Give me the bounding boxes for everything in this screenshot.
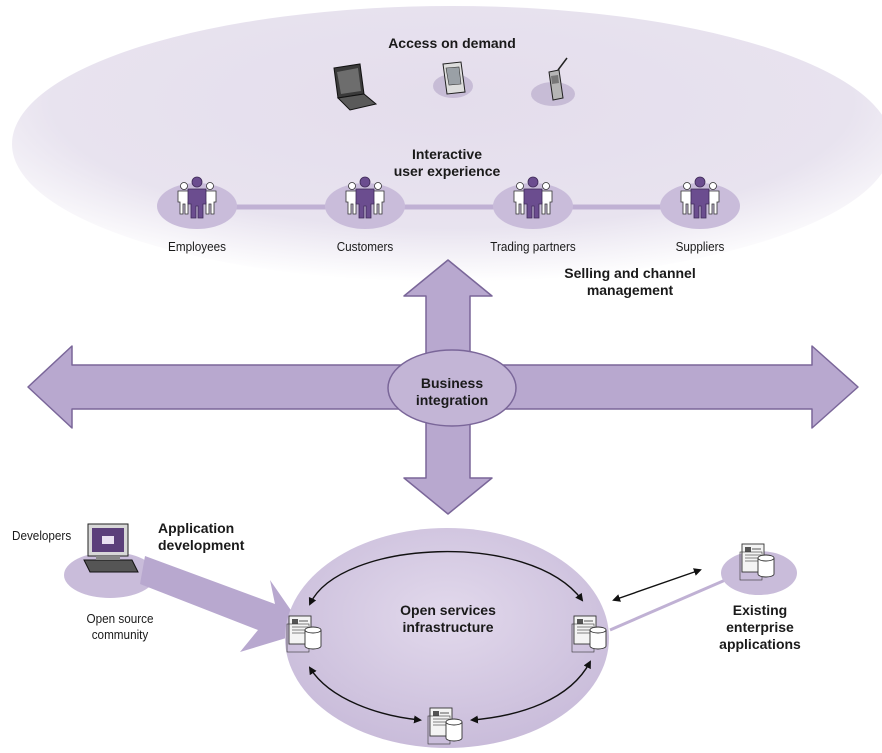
selling-line-2: management	[586, 282, 674, 298]
group-trading-partners	[493, 176, 573, 229]
existing-connector	[609, 576, 731, 632]
cycle-arrow-top	[308, 550, 584, 606]
app-dev-arrow	[140, 556, 306, 652]
existing-link-arrow	[612, 568, 702, 602]
existing-label: Existing enterprise applications	[700, 602, 820, 653]
laptop-icon	[333, 63, 378, 111]
workstation-icon	[83, 523, 139, 573]
infra-line-2: infrastructure	[402, 619, 494, 635]
developers-label: Developers	[12, 528, 72, 543]
community-line-1: Open source	[86, 611, 154, 626]
community-label: Open source community	[66, 611, 174, 643]
hub-line-2: integration	[415, 392, 489, 408]
business-integration-label: Business integration	[392, 375, 512, 409]
interactive-line-2: user experience	[393, 163, 501, 179]
cycle-arrow-left	[308, 666, 422, 724]
selling-line-1: Selling and channel	[564, 265, 696, 281]
selling-label: Selling and channel management	[540, 265, 720, 299]
app-dev-label: Application development	[158, 520, 278, 554]
business-integration-hub	[387, 349, 517, 427]
customers-label: Customers	[336, 239, 394, 254]
existing-line-2: enterprise	[726, 619, 794, 635]
app-dev-line-1: Application	[158, 520, 235, 536]
interactive-line-1: Interactive	[411, 146, 483, 162]
community-line-2: community	[91, 627, 149, 642]
existing-line-1: Existing	[732, 602, 788, 618]
trading-partners-label: Trading partners	[490, 239, 576, 254]
access-title: Access on demand	[388, 35, 516, 51]
hub-line-1: Business	[420, 375, 484, 391]
app-dev-line-2: development	[158, 537, 245, 553]
employees-label: Employees	[168, 239, 226, 254]
pda-icon	[433, 61, 473, 98]
group-suppliers	[660, 176, 740, 229]
interactive-label: Interactive user experience	[372, 146, 522, 180]
suppliers-label: Suppliers	[675, 239, 725, 254]
group-employees	[157, 176, 237, 229]
infrastructure-label: Open services infrastructure	[378, 602, 518, 636]
infra-line-1: Open services	[400, 602, 496, 618]
cycle-arrow-right	[470, 660, 591, 724]
existing-line-3: applications	[719, 636, 801, 652]
cell-phone-icon	[531, 57, 575, 106]
group-customers	[325, 176, 405, 229]
